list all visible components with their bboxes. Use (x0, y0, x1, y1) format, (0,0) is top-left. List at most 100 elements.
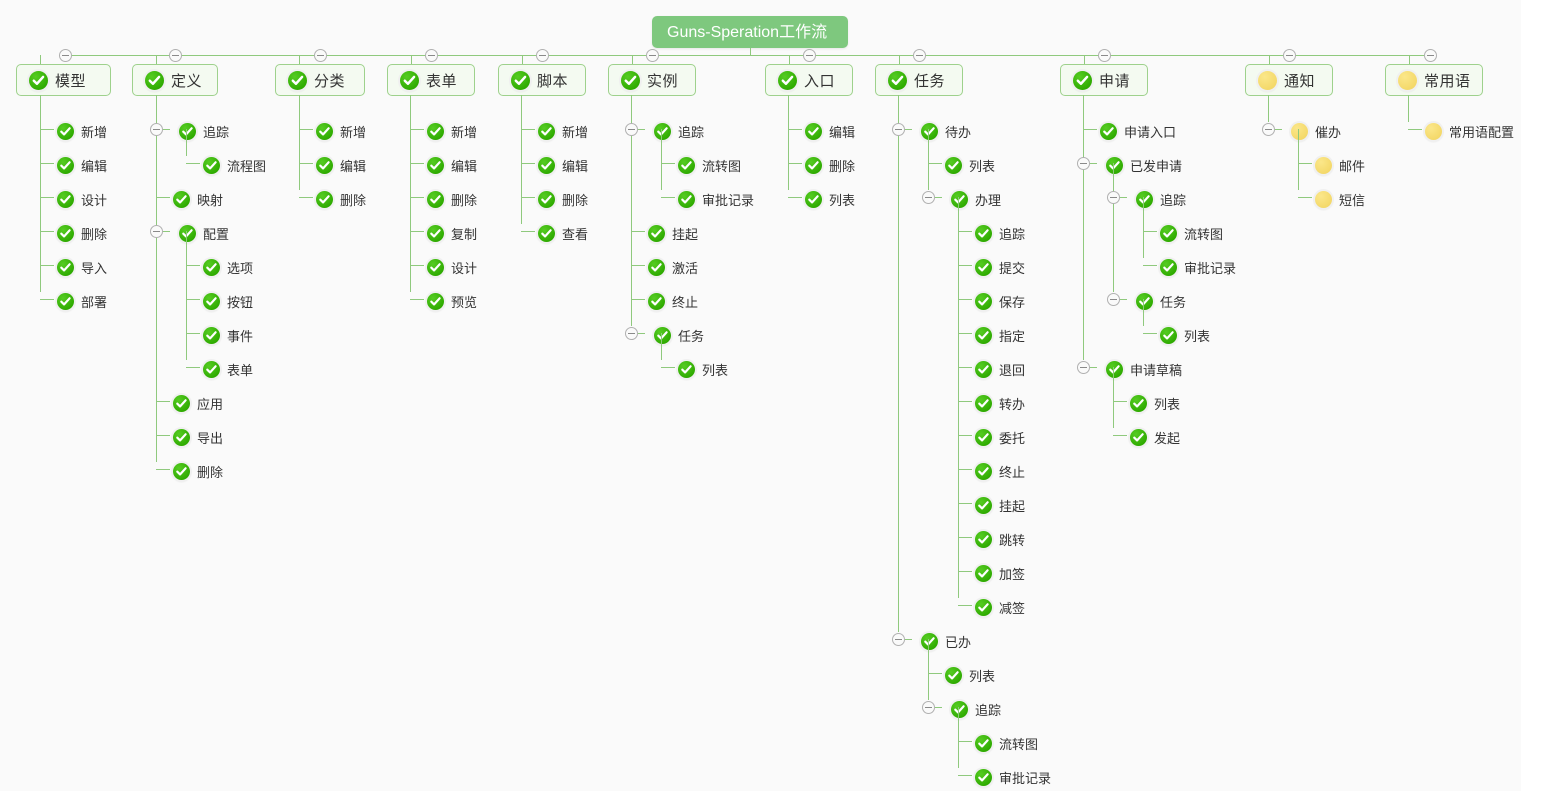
level1-node-moxing[interactable]: 模型 (16, 64, 111, 96)
tree-node-shenqing-列表[interactable]: 列表 (1130, 392, 1180, 414)
tree-node-fenlei-编辑[interactable]: 编辑 (316, 154, 366, 176)
tree-node-changyongyu-常用语配置[interactable]: 常用语配置 (1425, 120, 1514, 142)
tree-node-shili-流转图[interactable]: 流转图 (678, 154, 741, 176)
tree-node-jiaoben-编辑[interactable]: 编辑 (538, 154, 588, 176)
tree-node-moxing-设计[interactable]: 设计 (57, 188, 107, 210)
tree-node-shili-审批记录[interactable]: 审批记录 (678, 188, 754, 210)
level1-node-shili[interactable]: 实例 (608, 64, 696, 96)
tree-node-renwu-列表[interactable]: 列表 (945, 154, 995, 176)
tree-node-biaodan-新增[interactable]: 新增 (427, 120, 477, 142)
level1-node-dingyi[interactable]: 定义 (132, 64, 218, 96)
tree-node-renwu-列表[interactable]: 列表 (945, 664, 995, 686)
collapse-toggle-办理[interactable] (922, 191, 935, 204)
toggle-root-bus-2[interactable] (169, 49, 182, 62)
tree-node-renwu-减签[interactable]: 减签 (975, 596, 1025, 618)
tree-node-tongzhi-催办[interactable]: 催办 (1291, 120, 1341, 142)
tree-node-renwu-终止[interactable]: 终止 (975, 460, 1025, 482)
toggle-root-bus-8[interactable] (913, 49, 926, 62)
tree-node-renwu-审批记录[interactable]: 审批记录 (975, 766, 1051, 788)
level1-node-tongzhi[interactable]: 通知 (1245, 64, 1333, 96)
collapse-toggle-任务[interactable] (625, 327, 638, 340)
level1-node-changyongyu[interactable]: 常用语 (1385, 64, 1483, 96)
toggle-root-bus-3[interactable] (314, 49, 327, 62)
tree-node-renwu-加签[interactable]: 加签 (975, 562, 1025, 584)
collapse-toggle-申请草稿[interactable] (1077, 361, 1090, 374)
tree-node-shili-激活[interactable]: 激活 (648, 256, 698, 278)
toggle-root-bus-6[interactable] (646, 49, 659, 62)
tree-node-jiaoben-删除[interactable]: 删除 (538, 188, 588, 210)
level1-node-fenlei[interactable]: 分类 (275, 64, 365, 96)
tree-node-renwu-委托[interactable]: 委托 (975, 426, 1025, 448)
tree-node-renwu-已办[interactable]: 已办 (921, 630, 971, 652)
tree-node-jiaoben-新增[interactable]: 新增 (538, 120, 588, 142)
tree-node-shili-终止[interactable]: 终止 (648, 290, 698, 312)
collapse-toggle-已办[interactable] (892, 633, 905, 646)
tree-node-shili-追踪[interactable]: 追踪 (654, 120, 704, 142)
tree-node-tongzhi-短信[interactable]: 短信 (1315, 188, 1365, 210)
toggle-root-bus-7[interactable] (803, 49, 816, 62)
tree-node-shenqing-审批记录[interactable]: 审批记录 (1160, 256, 1236, 278)
tree-node-shili-任务[interactable]: 任务 (654, 324, 704, 346)
tree-node-renwu-跳转[interactable]: 跳转 (975, 528, 1025, 550)
tree-node-moxing-导入[interactable]: 导入 (57, 256, 107, 278)
tree-node-renwu-挂起[interactable]: 挂起 (975, 494, 1025, 516)
collapse-toggle-催办[interactable] (1262, 123, 1275, 136)
collapse-toggle-追踪[interactable] (922, 701, 935, 714)
collapse-toggle-已发申请[interactable] (1077, 157, 1090, 170)
tree-node-moxing-编辑[interactable]: 编辑 (57, 154, 107, 176)
level1-node-jiaoben[interactable]: 脚本 (498, 64, 586, 96)
tree-node-biaodan-复制[interactable]: 复制 (427, 222, 477, 244)
tree-node-dingyi-事件[interactable]: 事件 (203, 324, 253, 346)
collapse-toggle-追踪[interactable] (1107, 191, 1120, 204)
tree-node-shenqing-追踪[interactable]: 追踪 (1136, 188, 1186, 210)
tree-node-renwu-追踪[interactable]: 追踪 (975, 222, 1025, 244)
tree-node-shenqing-申请草稿[interactable]: 申请草稿 (1106, 358, 1182, 380)
tree-node-dingyi-流程图[interactable]: 流程图 (203, 154, 266, 176)
tree-node-renwu-转办[interactable]: 转办 (975, 392, 1025, 414)
collapse-toggle-追踪[interactable] (625, 123, 638, 136)
tree-node-dingyi-导出[interactable]: 导出 (173, 426, 223, 448)
root-node[interactable]: Guns-Speration工作流 (652, 16, 848, 48)
tree-node-shenqing-列表[interactable]: 列表 (1160, 324, 1210, 346)
tree-node-shili-列表[interactable]: 列表 (678, 358, 728, 380)
tree-node-shenqing-申请入口[interactable]: 申请入口 (1100, 120, 1176, 142)
tree-node-renwu-退回[interactable]: 退回 (975, 358, 1025, 380)
tree-node-shenqing-流转图[interactable]: 流转图 (1160, 222, 1223, 244)
tree-node-rukou-编辑[interactable]: 编辑 (805, 120, 855, 142)
tree-node-biaodan-删除[interactable]: 删除 (427, 188, 477, 210)
level1-node-renwu[interactable]: 任务 (875, 64, 963, 96)
tree-node-shenqing-任务[interactable]: 任务 (1136, 290, 1186, 312)
tree-node-biaodan-编辑[interactable]: 编辑 (427, 154, 477, 176)
tree-node-moxing-新增[interactable]: 新增 (57, 120, 107, 142)
tree-node-jiaoben-查看[interactable]: 查看 (538, 222, 588, 244)
toggle-root-bus-4[interactable] (425, 49, 438, 62)
tree-node-rukou-列表[interactable]: 列表 (805, 188, 855, 210)
tree-node-renwu-提交[interactable]: 提交 (975, 256, 1025, 278)
collapse-toggle-追踪[interactable] (150, 123, 163, 136)
toggle-root-bus-11[interactable] (1424, 49, 1437, 62)
tree-node-fenlei-新增[interactable]: 新增 (316, 120, 366, 142)
tree-node-tongzhi-邮件[interactable]: 邮件 (1315, 154, 1365, 176)
toggle-root-bus-5[interactable] (536, 49, 549, 62)
tree-node-renwu-保存[interactable]: 保存 (975, 290, 1025, 312)
tree-node-dingyi-按钮[interactable]: 按钮 (203, 290, 253, 312)
tree-node-dingyi-应用[interactable]: 应用 (173, 392, 223, 414)
tree-node-shenqing-已发申请[interactable]: 已发申请 (1106, 154, 1182, 176)
tree-node-moxing-部署[interactable]: 部署 (57, 290, 107, 312)
level1-node-rukou[interactable]: 入口 (765, 64, 853, 96)
toggle-root-bus-1[interactable] (59, 49, 72, 62)
tree-node-renwu-流转图[interactable]: 流转图 (975, 732, 1038, 754)
level1-node-shenqing[interactable]: 申请 (1060, 64, 1148, 96)
tree-node-biaodan-预览[interactable]: 预览 (427, 290, 477, 312)
tree-node-dingyi-删除[interactable]: 删除 (173, 460, 223, 482)
toggle-root-bus-10[interactable] (1283, 49, 1296, 62)
tree-node-renwu-指定[interactable]: 指定 (975, 324, 1025, 346)
collapse-toggle-待办[interactable] (892, 123, 905, 136)
tree-node-shili-挂起[interactable]: 挂起 (648, 222, 698, 244)
tree-node-fenlei-删除[interactable]: 删除 (316, 188, 366, 210)
tree-node-dingyi-表单[interactable]: 表单 (203, 358, 253, 380)
tree-node-biaodan-设计[interactable]: 设计 (427, 256, 477, 278)
tree-node-renwu-办理[interactable]: 办理 (951, 188, 1001, 210)
toggle-root-bus-9[interactable] (1098, 49, 1111, 62)
tree-node-dingyi-映射[interactable]: 映射 (173, 188, 223, 210)
